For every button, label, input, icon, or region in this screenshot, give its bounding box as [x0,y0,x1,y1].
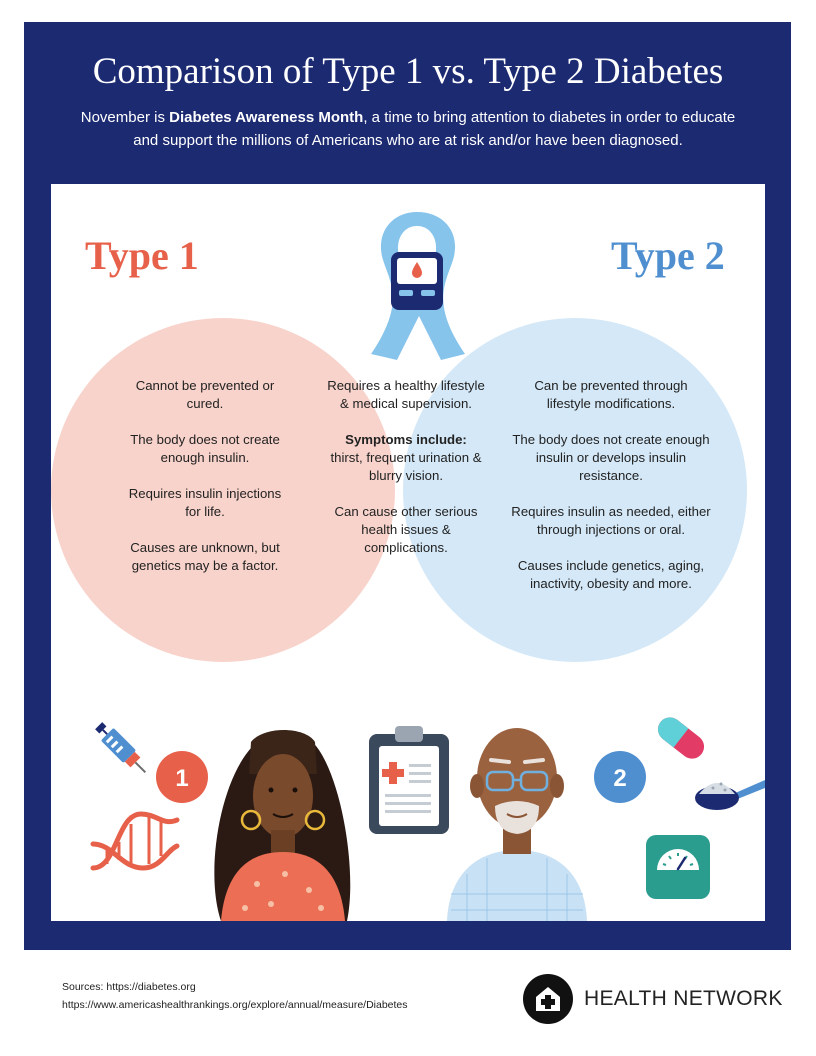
type1-circle [51,318,395,662]
type2-item: Can be prevented through lifestyle modif… [534,378,688,411]
intro-suffix: , a time to bring attention to diabetes … [133,109,736,149]
symptoms-text: thirst, frequent urination & blurry visi… [330,450,482,483]
intro-prefix: November is [80,109,170,126]
comparison-panel: Type 1 Type 2 Cannot be prevented or cur… [51,184,765,921]
type1-badge: 1 [156,751,208,803]
type1-item: Cannot be prevented or cured. [135,378,275,411]
dna-icon [90,811,180,871]
venn-diagram [51,318,747,662]
pill-icon [657,717,705,759]
health-cross-icon [523,974,573,1024]
brand-logo: HEALTH NETWORK [522,973,783,1025]
type1-item: Requires insulin injections for life. [128,486,282,519]
badge-two-label: 2 [613,765,626,792]
symptoms-item: Symptoms include: thirst, frequent urinat… [326,431,486,485]
clipboard-icon [369,726,449,834]
type1-column: Cannot be prevented or cured. The body d… [125,377,285,593]
intro-highlight: Diabetes Awareness Month [169,109,364,126]
awareness-ribbon-icon [371,212,465,360]
type2-circle [403,318,747,662]
type2-badge: 2 [594,751,646,803]
source-line: Sources: https://diabetes.org [62,981,196,993]
glucose-meter-icon [391,252,443,310]
page-title: Comparison of Type 1 vs. Type 2 Diabetes [92,51,724,92]
scale-icon [646,835,710,899]
syringe-icon [95,722,147,774]
woman-illustration [214,730,351,921]
intro-text: November is Diabetes Awareness Month, a … [80,106,736,152]
sources: Sources: https://diabetes.org https://ww… [62,978,408,1014]
type1-heading: Type 1 [85,233,199,278]
type2-column: Can be prevented through lifestyle modif… [511,377,711,611]
type2-item: The body does not create enough insulin … [512,432,710,483]
type1-item: Causes are unknown, but genetics may be … [130,540,280,573]
type2-heading: Type 2 [611,233,725,278]
shared-item: Can cause other serious health issues & … [334,504,478,555]
badge-one-label: 1 [175,765,188,792]
shared-item: Requires a healthy lifestyle & medical s… [327,378,485,411]
symptoms-label: Symptoms include: [345,432,467,447]
man-illustration [447,728,587,921]
shared-column: Requires a healthy lifestyle & medical s… [326,377,486,575]
type2-item: Causes include genetics, aging, inactivi… [517,558,705,591]
type2-item: Requires insulin as needed, either throu… [511,504,711,537]
brand-name: HEALTH NETWORK [584,987,783,1010]
type1-item: The body does not create enough insulin. [130,432,280,465]
source-line: https://www.americashealthrankings.org/e… [62,999,408,1011]
spoon-sugar-icon [695,780,765,810]
